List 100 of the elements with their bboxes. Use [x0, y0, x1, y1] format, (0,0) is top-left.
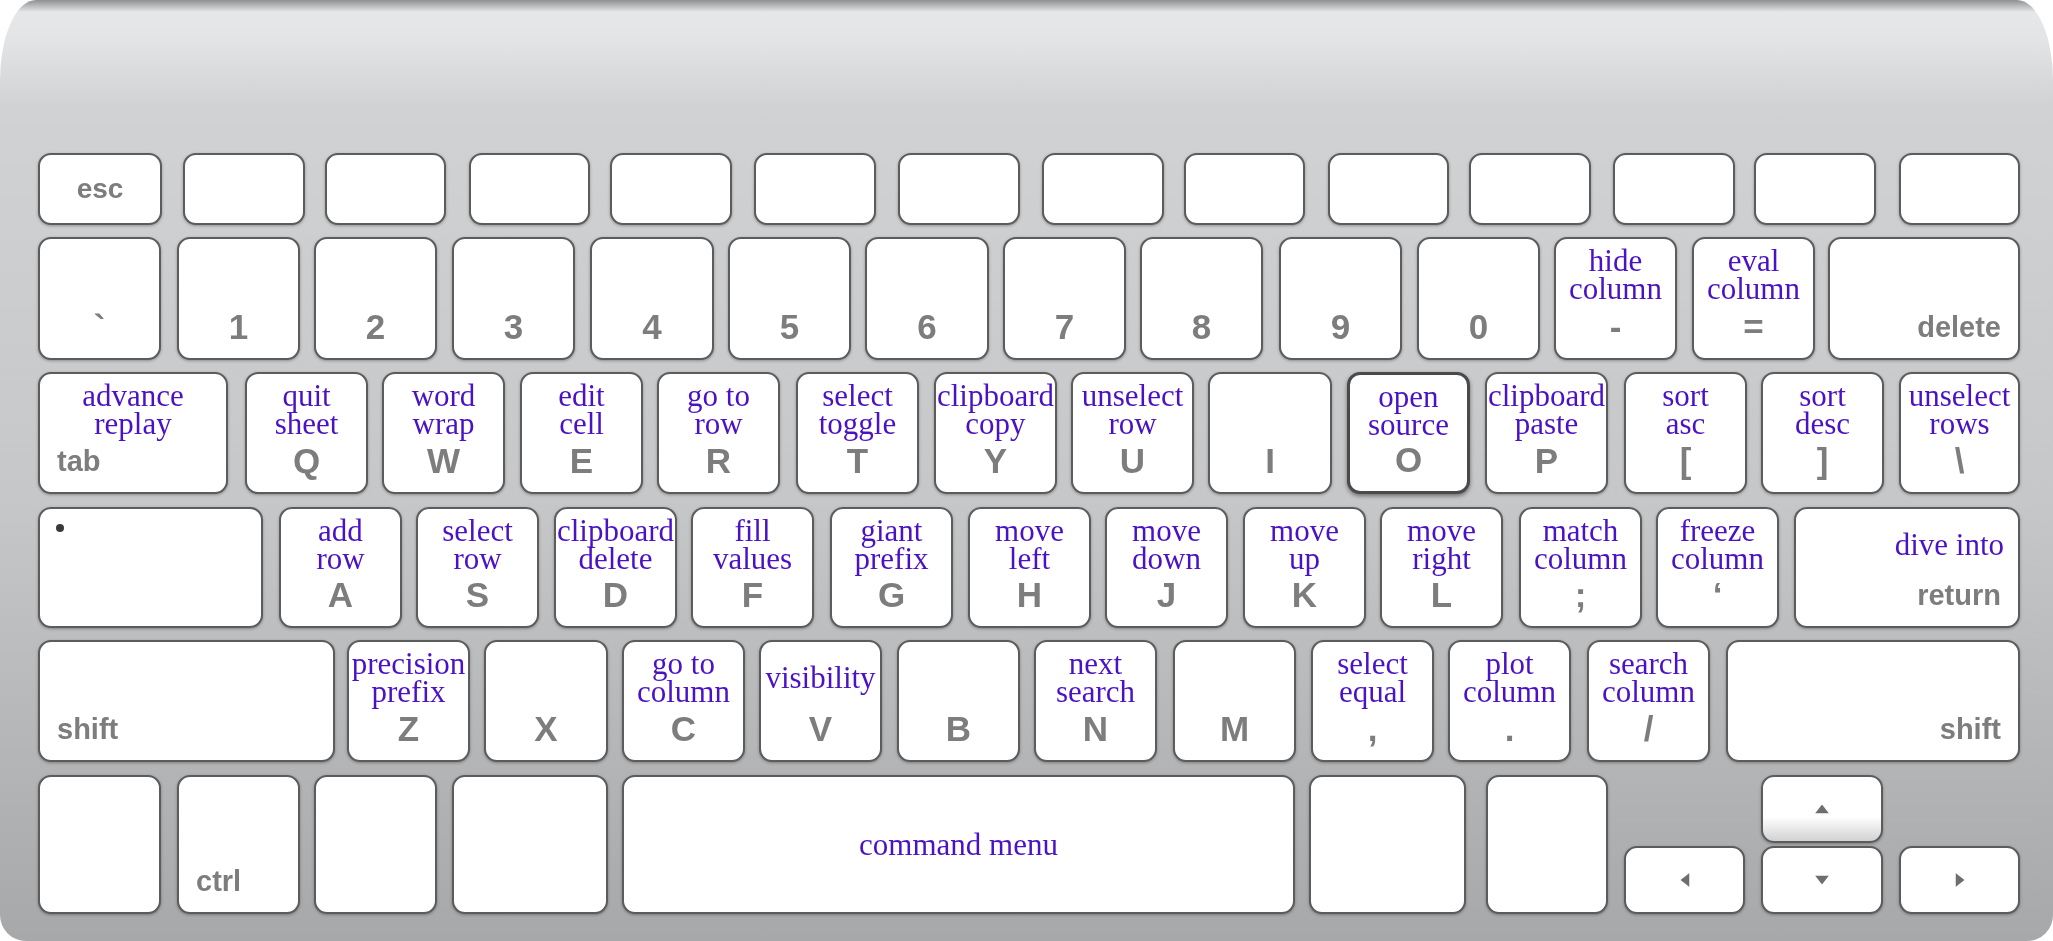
key-label: -: [1609, 309, 1622, 344]
key: [759, 640, 882, 762]
key: [1624, 372, 1747, 494]
key: [416, 507, 539, 628]
key: [1554, 237, 1677, 360]
key-label: 8: [1191, 309, 1212, 344]
key: [754, 153, 876, 225]
key: [177, 775, 300, 914]
key-label: R: [705, 443, 732, 478]
key: [622, 775, 1295, 914]
key-label: X: [534, 711, 558, 746]
key-label: N: [1082, 711, 1109, 746]
key-label: \: [1954, 443, 1965, 478]
key-label: ctrl: [196, 867, 242, 896]
key-label: 3: [503, 309, 524, 344]
key-label: .: [1504, 711, 1515, 746]
key-label: O: [1394, 442, 1423, 477]
shortcut-label: unselect rows: [1908, 382, 2011, 438]
key: [1519, 507, 1642, 628]
key: [452, 775, 608, 914]
key: [520, 372, 643, 494]
shortcut-label: edit cell: [557, 382, 606, 438]
shortcut-label: dive into: [1894, 531, 2004, 559]
key-label: A: [327, 577, 354, 612]
shortcut-label: go to column: [636, 650, 731, 706]
key-label: Y: [983, 443, 1008, 478]
shortcut-label: go to row: [686, 382, 751, 438]
key-label: H: [1016, 577, 1043, 612]
key: [38, 153, 162, 225]
key: [1485, 372, 1608, 494]
key: [38, 775, 161, 914]
key-label: S: [465, 577, 490, 612]
key-label: =: [1743, 309, 1764, 344]
key: [1328, 153, 1449, 225]
key: [1034, 640, 1157, 762]
key-label: 5: [779, 309, 800, 344]
key: [279, 507, 402, 628]
key-label: U: [1119, 443, 1146, 478]
key: [1448, 640, 1571, 762]
shortcut-label: search column: [1601, 650, 1696, 706]
key-label: tab: [57, 447, 101, 476]
key: [830, 507, 953, 628]
key: [1042, 153, 1164, 225]
key: [610, 153, 732, 225]
key: [1309, 775, 1466, 914]
key: [1692, 237, 1815, 360]
key: [347, 640, 470, 762]
key: [1380, 507, 1503, 628]
shortcut-label: next search: [1055, 650, 1136, 706]
shortcut-label: command menu: [859, 830, 1058, 859]
key: [898, 153, 1020, 225]
key: [691, 507, 814, 628]
key: [728, 237, 851, 360]
key-label: Q: [292, 443, 321, 478]
shortcut-label: fill values: [712, 517, 793, 573]
key: [1726, 640, 2020, 762]
shortcut-label: quit sheet: [274, 382, 339, 438]
key-label: /: [1643, 711, 1654, 746]
key: [1828, 237, 2020, 360]
key-label: delete: [1917, 313, 2001, 342]
key-label: P: [1534, 443, 1559, 478]
key: [1761, 372, 1884, 494]
key-label: 9: [1330, 309, 1351, 344]
shortcut-label: match column: [1533, 517, 1628, 573]
key-label: F: [741, 577, 764, 612]
key-label: `: [93, 309, 106, 344]
shortcut-label: unselect row: [1081, 382, 1184, 438]
key-label: ;: [1574, 577, 1587, 612]
key-label: 6: [917, 309, 937, 344]
key: [484, 640, 608, 762]
shortcut-label: open source: [1367, 383, 1450, 439]
key: [1899, 153, 2020, 225]
key: [1184, 153, 1305, 225]
key: [314, 237, 437, 360]
key-label: [: [1679, 443, 1692, 478]
key: [1243, 507, 1366, 628]
key: [657, 372, 780, 494]
key: [245, 372, 368, 494]
key-label: E: [569, 443, 594, 478]
key: [934, 372, 1057, 494]
key: [1656, 507, 1779, 628]
key: [1347, 372, 1470, 494]
key: [1613, 153, 1735, 225]
key-label: 7: [1054, 309, 1075, 344]
key: [1899, 372, 2020, 494]
key: [325, 153, 446, 225]
key: [1311, 640, 1434, 762]
key-label: shift: [57, 715, 119, 744]
key: [897, 640, 1020, 762]
key: [1761, 775, 1883, 843]
key-label: Z: [397, 711, 420, 746]
shortcut-label: freeze column: [1670, 517, 1765, 573]
shortcut-label: plot column: [1462, 650, 1557, 706]
key-label: 4: [642, 309, 662, 344]
key: [622, 640, 745, 762]
key: [590, 237, 714, 360]
key: [183, 153, 305, 225]
key: [452, 237, 575, 360]
key: [1279, 237, 1402, 360]
shortcut-label: sort asc: [1661, 382, 1710, 438]
